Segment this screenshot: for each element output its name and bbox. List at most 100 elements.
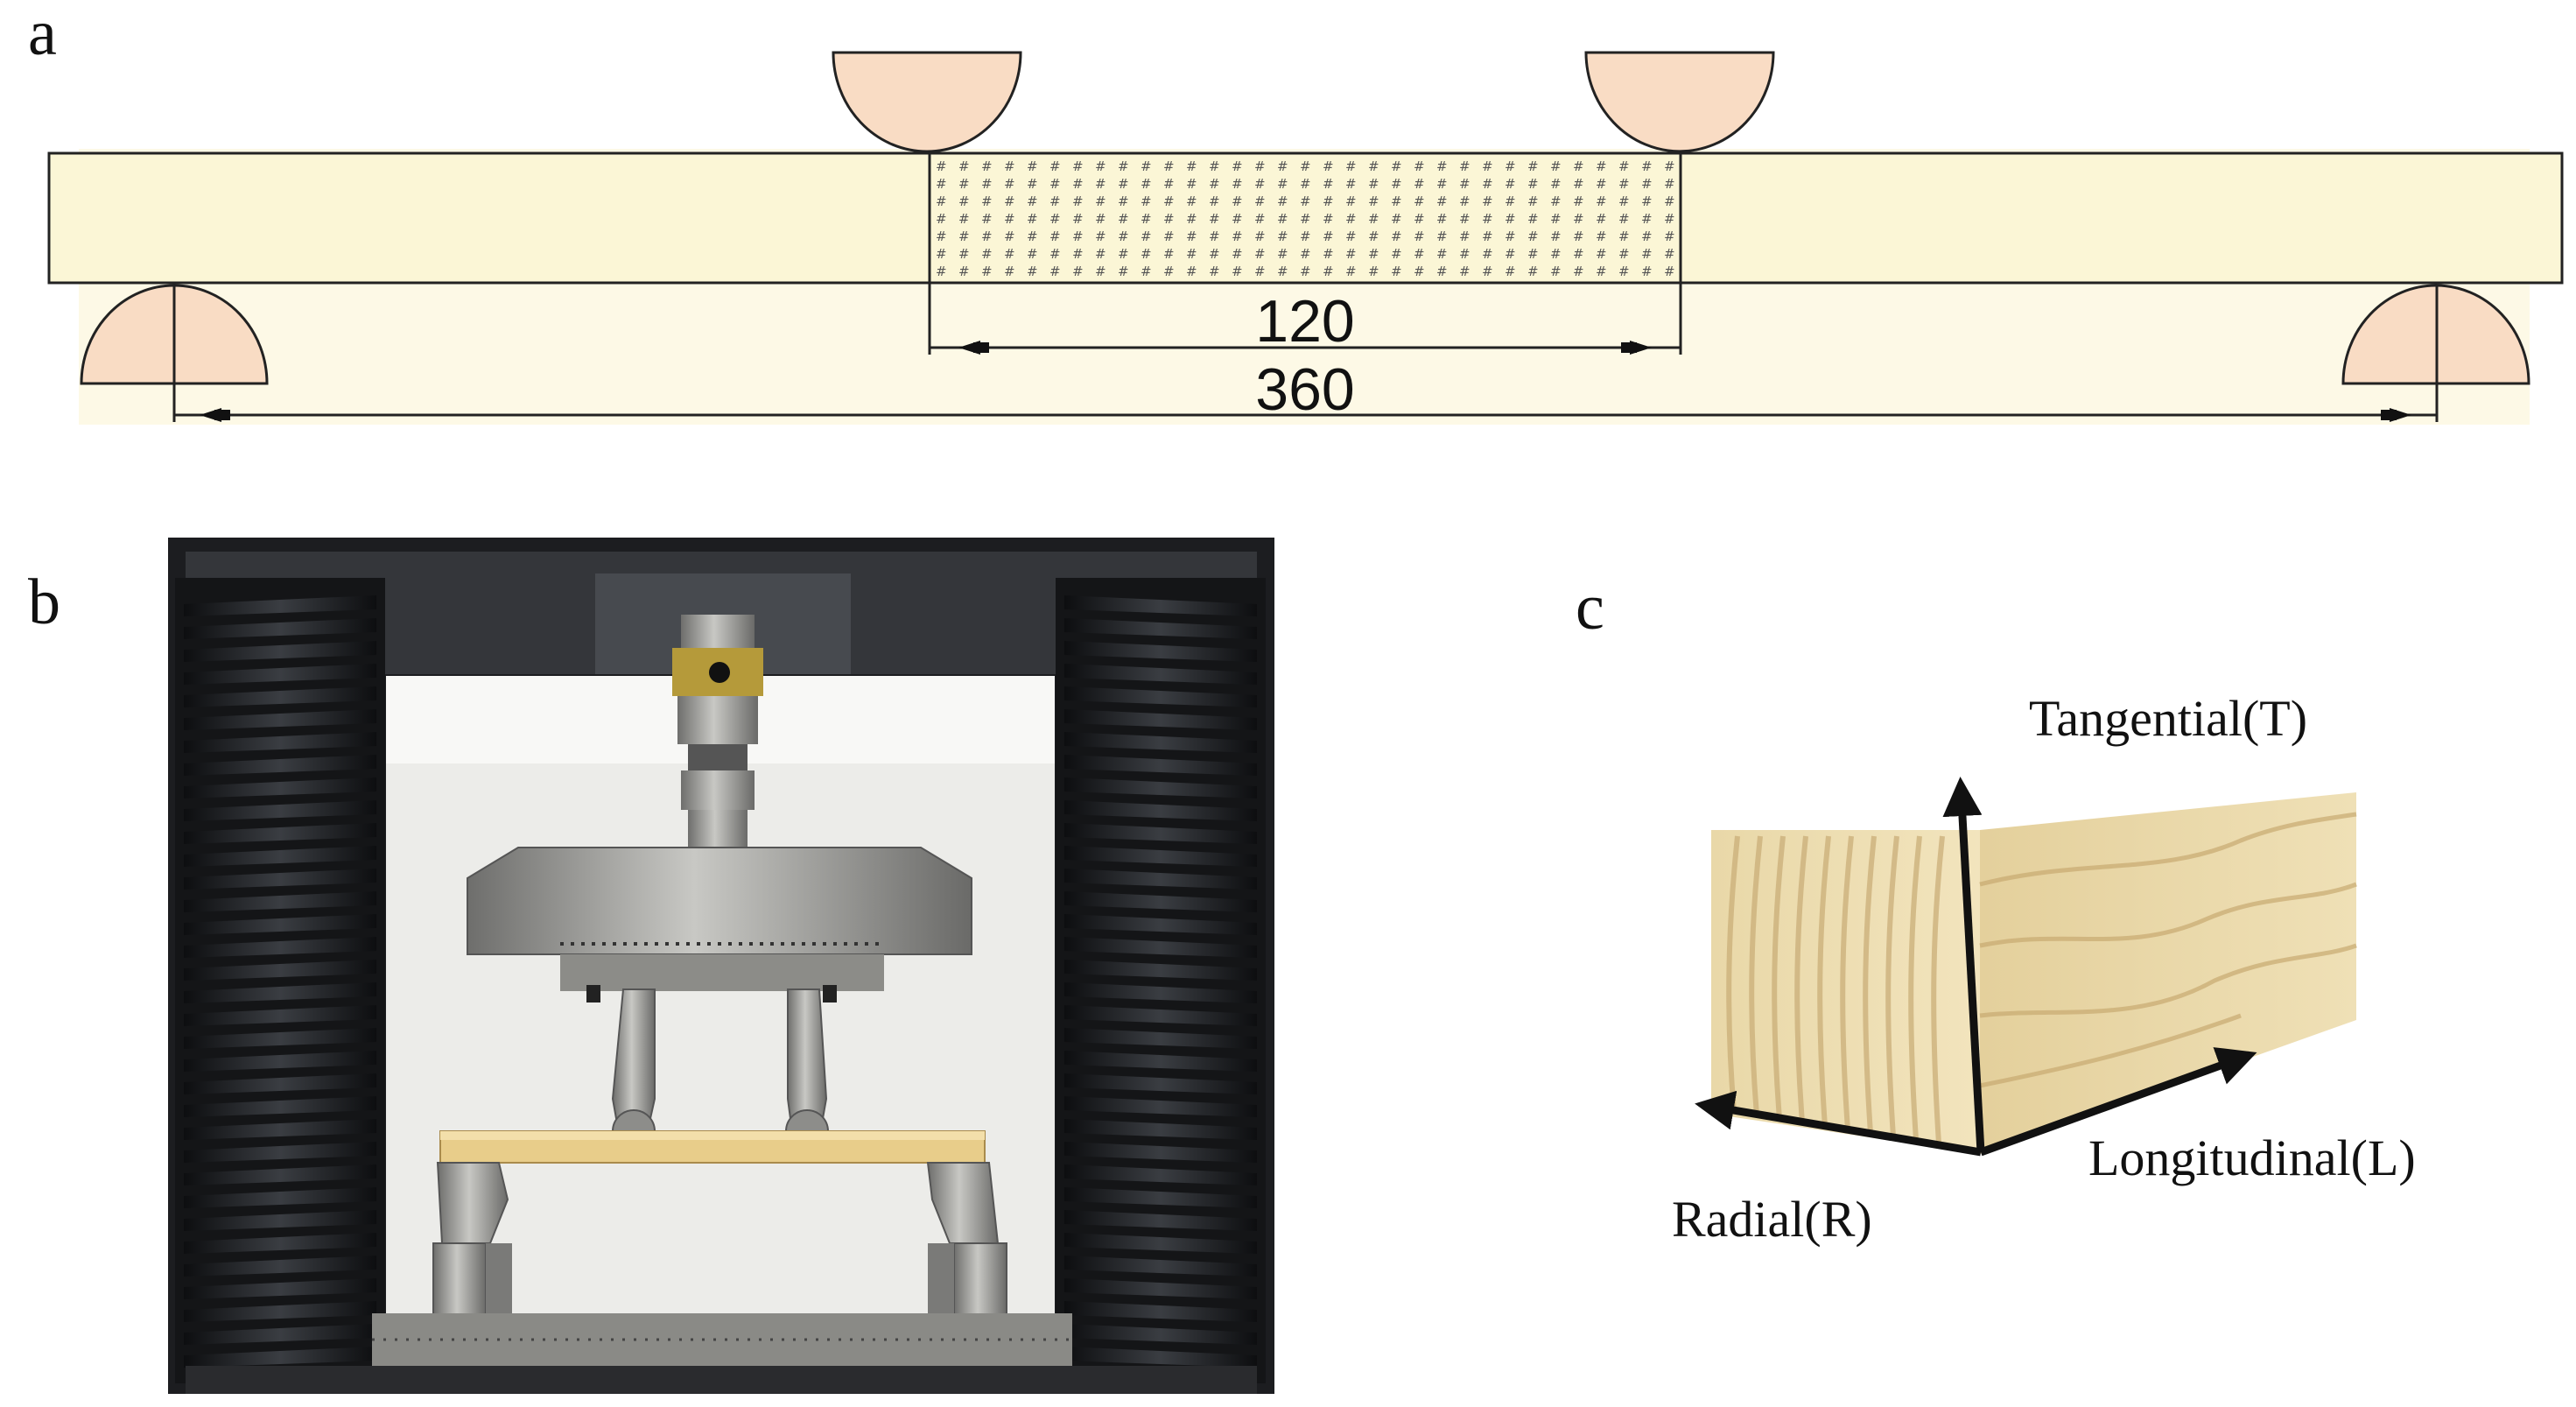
louver-slat [184,1256,376,1277]
growth-ring [1817,835,1831,1127]
growth-ring [1931,835,1945,1144]
louver-slat [184,800,376,821]
louver-slat [1064,618,1257,639]
left-louver-panel [175,578,385,1383]
axis-longitudinal-arrow [1979,1047,2257,1157]
panel-a-letter: a [28,0,57,69]
loading-crossbar [467,847,972,1002]
louver-slat [184,1301,376,1322]
axis-longitudinal-label: Longitudinal(L) [2088,1129,2416,1186]
load-cell [672,615,763,849]
louver-slat [184,1028,376,1049]
louver-slat [1064,914,1257,935]
louver-slat [1064,1256,1257,1277]
louver-slat [184,1142,376,1163]
louver-slat [184,823,376,844]
louver-slat [184,664,376,685]
testing-machine-photo [168,538,1274,1394]
growth-ring [1840,835,1854,1130]
louver-slat [184,1005,376,1026]
louver-slat [184,686,376,707]
louver-slat [184,641,376,662]
louver-slat [184,982,376,1003]
louver-slat [1064,709,1257,730]
panel-c-letter: c [1576,572,1604,644]
louver-slat [1064,982,1257,1003]
growth-ring [1772,835,1786,1120]
louver-slat [184,1347,376,1368]
louver-slat [1064,891,1257,912]
grain-line [1979,943,2357,1018]
louver-slat [1064,595,1257,616]
louver-slat [1064,686,1257,707]
loading-head-left [832,51,1022,153]
louver-slat [1064,1278,1257,1299]
louver-slat [1064,937,1257,958]
grain-line [1979,882,2357,948]
louver-slat [184,1164,376,1185]
louver-slat [1064,1119,1257,1140]
louver-slat [1064,869,1257,890]
louver-slat [1064,664,1257,685]
louver-slat [1064,1005,1257,1026]
axis-tangential-label: Tangential(T) [2029,690,2307,747]
louver-slat [184,891,376,912]
wood-block-photo [1711,792,2357,1154]
grain-line [1979,812,2357,887]
right-louver-panel [1056,578,1266,1383]
panel-c: c Tangential(T) Longitudinal(L) Radial(R… [1576,572,2416,1248]
louver-slat [184,1233,376,1254]
louver-slat [184,937,376,958]
louver-slat [1064,1301,1257,1322]
panel-b: b [28,538,1274,1394]
growth-rings [1726,835,1945,1144]
louver-slat [1064,1028,1257,1049]
louver-slat [1064,1210,1257,1231]
louver-slat [184,1187,376,1208]
grain-line [1979,1013,2242,1088]
louver-slat [1064,1051,1257,1072]
panel-a: a 120 360 [28,0,2564,425]
loading-head-right [1584,51,1775,153]
louver-slat [184,755,376,776]
louver-slat [1064,777,1257,798]
speckle-pattern [930,158,1681,280]
louver-slat [184,960,376,981]
louver-slat [1064,641,1257,662]
louver-slat [1064,1347,1257,1368]
side-grain [1979,812,2357,1088]
dimension-inner-label: 120 [1255,288,1354,355]
louver-slat [1064,800,1257,821]
axis-radial-label: Radial(R) [1672,1191,1872,1248]
louver-slat [1064,755,1257,776]
axis-tangential-arrow [1942,777,1985,1153]
louver-slat [1064,1142,1257,1163]
louver-slat [184,846,376,867]
louver-slat [1064,1164,1257,1185]
louver-slat [184,1073,376,1094]
louver-slat [1064,960,1257,981]
panel-b-letter: b [28,566,60,638]
wood-side-face [1980,792,2356,1154]
louver-slat [184,1324,376,1345]
growth-ring [1908,835,1922,1141]
louver-slat [184,1278,376,1299]
growth-ring [1726,835,1740,1113]
louver-slat [184,732,376,753]
louver-slat [184,1096,376,1117]
louver-slat [184,1119,376,1140]
louver-slat [1064,846,1257,867]
dimension-outer-label: 360 [1255,356,1354,423]
axis-radial-arrow [1695,1090,1982,1157]
louver-slat [1064,732,1257,753]
louver-slat [1064,823,1257,844]
louver-slat [184,709,376,730]
growth-ring [1885,835,1899,1137]
louver-slat [1064,1096,1257,1117]
growth-ring [1863,835,1877,1134]
louver-slat [184,1051,376,1072]
louver-slat [1064,1324,1257,1345]
louver-slat [1064,1187,1257,1208]
louver-slat [184,777,376,798]
